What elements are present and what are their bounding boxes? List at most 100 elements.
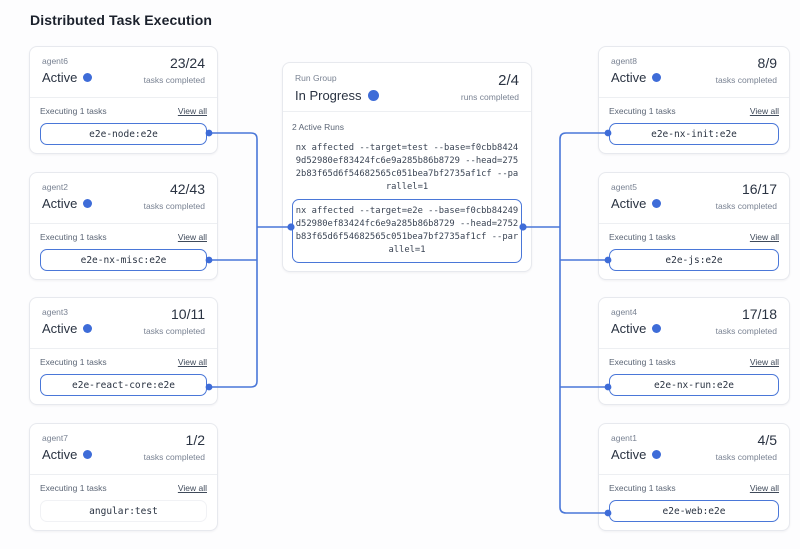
command-run-highlighted[interactable]: nx affected --target=e2e --base=f0cbb842… [292, 199, 522, 263]
view-all-link[interactable]: View all [177, 232, 207, 242]
agent-name: agent1 [611, 433, 637, 443]
agent-status-label: Active [42, 196, 78, 211]
status-dot-icon [652, 199, 662, 208]
agent-card-agent3: agent3 Active 10/11 tasks completed Exec… [29, 297, 218, 405]
agent-card-agent8: agent8 Active 8/9 tasks completed Execut… [598, 46, 790, 154]
view-all-link[interactable]: View all [177, 483, 207, 493]
agent-status-label: Active [42, 447, 78, 462]
agent-status: Active [42, 446, 93, 463]
agent-status-label: Active [42, 321, 78, 336]
run-group-status: In Progress [295, 87, 380, 104]
runs-count-label: runs completed [460, 92, 519, 102]
executing-label: Executing 1 tasks [609, 232, 676, 242]
command-run: nx affected --target=test --base=f0cbb84… [295, 143, 519, 192]
status-dot-icon [83, 450, 93, 459]
task-count: 16/17 [741, 181, 777, 197]
task-pill[interactable]: e2e-nx-init:e2e [609, 123, 779, 145]
view-all-link[interactable]: View all [749, 357, 779, 367]
agent-status: Active [611, 446, 662, 463]
agent-card-body: Executing 1 tasks View all e2e-nx-misc:e… [30, 224, 217, 280]
agent-name: agent8 [611, 56, 637, 66]
status-dot-icon [83, 73, 93, 82]
agent-name: agent3 [42, 307, 68, 317]
agent-card-body: Executing 1 tasks View all angular:test [30, 475, 217, 531]
run-group-header: Run Group In Progress 2/4 runs completed [283, 63, 531, 112]
run-group-card: Run Group In Progress 2/4 runs completed… [282, 62, 532, 272]
task-count: 23/24 [169, 55, 205, 71]
active-runs-label: 2 Active Runs [292, 122, 344, 132]
status-dot-icon [368, 90, 380, 101]
agent-card-body: Executing 1 tasks View all e2e-nx-run:e2… [599, 349, 789, 405]
agent-name: agent6 [42, 56, 68, 66]
task-count: 10/11 [171, 306, 205, 322]
agent-card-header: agent2 Active 42/43 tasks completed [30, 173, 217, 224]
agent-card-header: agent8 Active 8/9 tasks completed [599, 47, 789, 98]
task-count: 4/5 [757, 432, 777, 448]
executing-label: Executing 1 tasks [40, 357, 107, 367]
task-count-label: tasks completed [715, 201, 777, 211]
task-pill[interactable]: angular:test [40, 500, 207, 522]
executing-label: Executing 1 tasks [609, 357, 676, 367]
agent-card-agent2: agent2 Active 42/43 tasks completed Exec… [29, 172, 218, 280]
agent-card-agent5: agent5 Active 16/17 tasks completed Exec… [598, 172, 790, 280]
agent-card-agent1: agent1 Active 4/5 tasks completed Execut… [598, 423, 790, 531]
task-count-label: tasks completed [143, 201, 205, 211]
agent-card-header: agent4 Active 17/18 tasks completed [599, 298, 789, 349]
agent-card-header: agent6 Active 23/24 tasks completed [30, 47, 217, 98]
agent-status-label: Active [42, 70, 78, 85]
agent-status-label: Active [611, 70, 647, 85]
task-count-label: tasks completed [143, 326, 205, 336]
page-title: Distributed Task Execution [30, 12, 213, 28]
task-count-label: tasks completed [715, 326, 777, 336]
executing-label: Executing 1 tasks [609, 106, 676, 116]
view-all-link[interactable]: View all [177, 106, 207, 116]
agent-card-agent6: agent6 Active 23/24 tasks completed Exec… [29, 46, 218, 154]
task-count: 8/9 [757, 55, 777, 71]
task-count: 42/43 [169, 181, 205, 197]
agent-status: Active [42, 195, 93, 212]
view-all-link[interactable]: View all [177, 357, 207, 367]
agent-card-header: agent1 Active 4/5 tasks completed [599, 424, 789, 475]
agent-status-label: Active [611, 447, 647, 462]
agent-status-label: Active [611, 196, 647, 211]
run-group-status-label: In Progress [295, 88, 362, 103]
status-dot-icon [652, 73, 662, 82]
agent-name: agent7 [42, 433, 68, 443]
status-dot-icon [83, 324, 93, 333]
runs-count: 2/4 [498, 72, 519, 89]
executing-label: Executing 1 tasks [609, 483, 676, 493]
view-all-link[interactable]: View all [749, 483, 779, 493]
executing-label: Executing 1 tasks [40, 232, 107, 242]
view-all-link[interactable]: View all [749, 232, 779, 242]
agent-status: Active [611, 69, 662, 86]
task-pill[interactable]: e2e-web:e2e [609, 500, 779, 522]
task-count: 1/2 [185, 432, 205, 448]
agent-card-agent7: agent7 Active 1/2 tasks completed Execut… [29, 423, 218, 531]
agent-status: Active [611, 320, 662, 337]
agent-name: agent5 [611, 182, 637, 192]
run-group-label: Run Group [295, 73, 337, 83]
task-pill[interactable]: e2e-node:e2e [40, 123, 207, 145]
task-count-label: tasks completed [715, 75, 777, 85]
agent-card-body: Executing 1 tasks View all e2e-react-cor… [30, 349, 217, 405]
agent-name: agent2 [42, 182, 68, 192]
status-dot-icon [652, 450, 662, 459]
agent-status: Active [611, 195, 662, 212]
agent-card-body: Executing 1 tasks View all e2e-web:e2e [599, 475, 789, 531]
status-dot-icon [652, 324, 662, 333]
task-pill[interactable]: e2e-react-core:e2e [40, 374, 207, 396]
task-pill[interactable]: e2e-js:e2e [609, 249, 779, 271]
status-dot-icon [83, 199, 93, 208]
agent-card-body: Executing 1 tasks View all e2e-js:e2e [599, 224, 789, 280]
task-pill[interactable]: e2e-nx-run:e2e [609, 374, 779, 396]
view-all-link[interactable]: View all [749, 106, 779, 116]
run-group-body: 2 Active Runs nx affected --target=test … [283, 112, 531, 271]
agent-card-header: agent3 Active 10/11 tasks completed [30, 298, 217, 349]
task-count: 17/18 [741, 306, 777, 322]
task-pill[interactable]: e2e-nx-misc:e2e [40, 249, 207, 271]
agent-card-agent4: agent4 Active 17/18 tasks completed Exec… [598, 297, 790, 405]
agent-card-header: agent7 Active 1/2 tasks completed [30, 424, 217, 475]
agent-status: Active [42, 320, 93, 337]
task-count-label: tasks completed [143, 75, 205, 85]
agent-name: agent4 [611, 307, 637, 317]
